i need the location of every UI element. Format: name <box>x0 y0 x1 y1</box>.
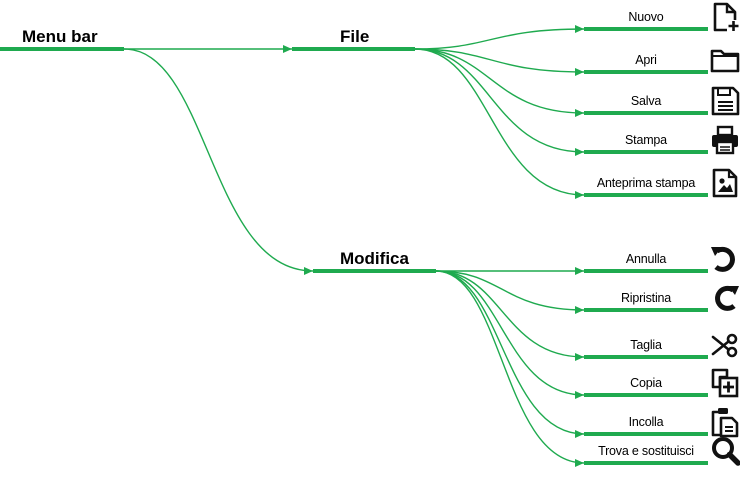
paste-clipboard-icon <box>710 406 740 438</box>
connector-file-1 <box>414 48 585 73</box>
file-underline <box>292 47 415 51</box>
arrow-to-file <box>283 45 292 53</box>
redo-icon <box>710 282 740 314</box>
connector-root-to-modifica <box>123 48 314 272</box>
undo-icon <box>710 243 740 275</box>
connector-file-4 <box>414 48 585 196</box>
leaf-underline-modifica-2 <box>584 355 708 359</box>
leaf-underline-modifica-0 <box>584 269 708 273</box>
arrow-modifica-0 <box>575 267 584 275</box>
arrow-modifica-3 <box>575 391 584 399</box>
leaf-label-file-1: Apri <box>635 53 657 67</box>
arrow-modifica-5 <box>575 459 584 467</box>
arrow-file-4 <box>575 191 584 199</box>
leaf-underline-modifica-3 <box>584 393 708 397</box>
leaf-label-file-0: Nuovo <box>628 10 664 24</box>
connector-modifica-2 <box>435 270 585 358</box>
modifica-label: Modifica <box>340 249 409 268</box>
connector-modifica-3 <box>435 270 585 396</box>
search-icon <box>710 435 740 467</box>
scissors-icon <box>710 329 740 361</box>
leaf-label-modifica-2: Taglia <box>630 338 662 352</box>
root-underline <box>0 47 124 51</box>
leaf-underline-modifica-1 <box>584 308 708 312</box>
leaf-underline-file-1 <box>584 70 708 74</box>
leaf-label-modifica-3: Copia <box>630 376 662 390</box>
arrow-modifica-1 <box>575 306 584 314</box>
image-file-icon <box>710 167 740 199</box>
connector-file-0 <box>414 28 585 50</box>
modifica-underline <box>313 269 436 273</box>
connector-file-3 <box>414 48 585 153</box>
connector-modifica-1 <box>435 270 585 311</box>
leaf-underline-modifica-4 <box>584 432 708 436</box>
folder-icon <box>710 44 740 76</box>
save-floppy-icon <box>710 85 740 117</box>
leaf-underline-file-0 <box>584 27 708 31</box>
arrow-file-1 <box>575 68 584 76</box>
leaf-label-modifica-0: Annulla <box>625 252 667 266</box>
connector-modifica-4 <box>435 270 585 435</box>
connector-modifica-5 <box>435 270 585 464</box>
leaf-underline-file-2 <box>584 111 708 115</box>
leaf-underline-modifica-5 <box>584 461 708 465</box>
leaf-underline-file-4 <box>584 193 708 197</box>
leaf-label-file-2: Salva <box>630 94 662 108</box>
arrow-modifica-2 <box>575 353 584 361</box>
arrow-file-0 <box>575 25 584 33</box>
arrow-to-modifica <box>304 267 313 275</box>
printer-icon <box>710 124 740 156</box>
file-label: File <box>340 27 370 46</box>
leaf-label-modifica-4: Incolla <box>628 415 664 429</box>
leaf-underline-file-3 <box>584 150 708 154</box>
leaf-label-file-3: Stampa <box>625 133 667 147</box>
new-file-icon <box>710 1 740 33</box>
connector-file-2 <box>414 48 585 114</box>
arrow-file-2 <box>575 109 584 117</box>
leaf-label-file-4: Anteprima stampa <box>596 176 696 190</box>
root-label: Menu bar <box>22 27 98 46</box>
arrow-modifica-4 <box>575 430 584 438</box>
leaf-label-modifica-5: Trova e sostituisci <box>598 444 694 458</box>
leaf-label-modifica-1: Ripristina <box>620 291 672 305</box>
copy-icon <box>710 367 740 399</box>
arrow-file-3 <box>575 148 584 156</box>
